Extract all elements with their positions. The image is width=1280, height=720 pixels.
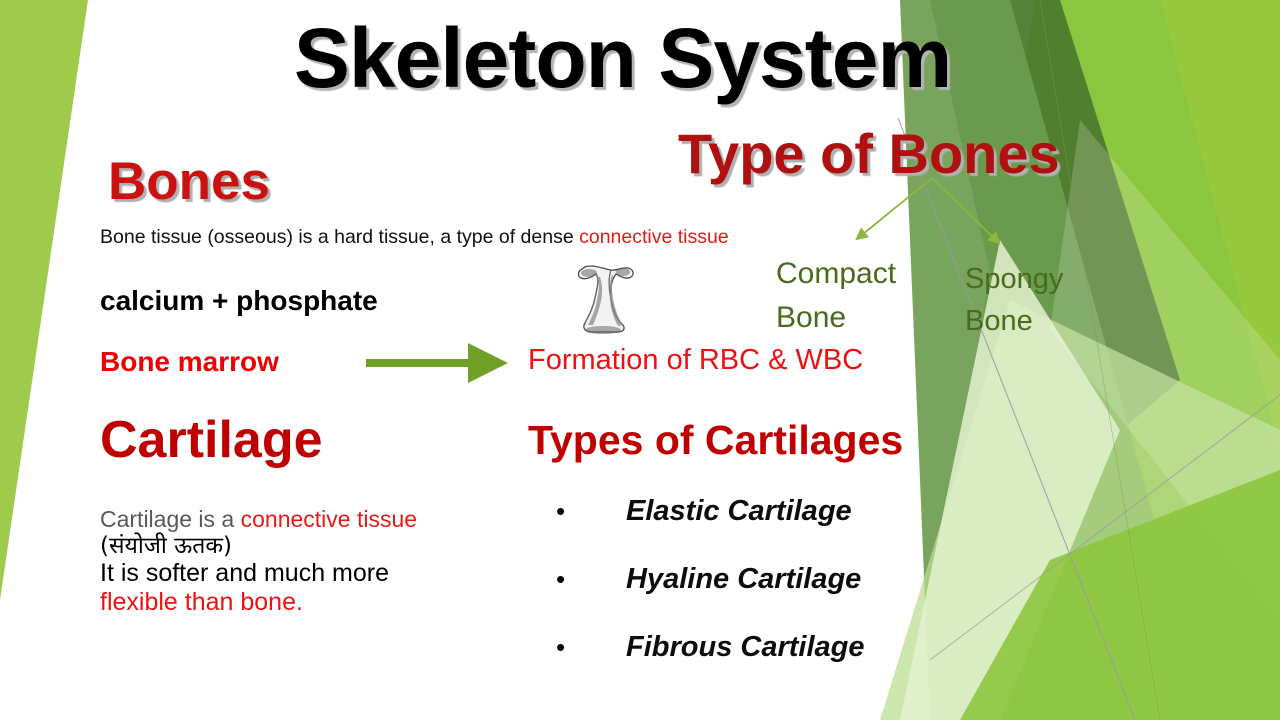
bullet-icon: • [556, 632, 566, 662]
cartilage-line-4: flexible than bone. [100, 588, 303, 617]
left-green-wedge [0, 0, 88, 600]
bullet-icon: • [556, 496, 566, 526]
cartilage-line-3: It is softer and much more [100, 559, 390, 588]
thin-grey-line-2 [929, 394, 1280, 661]
list-item: • Elastic Cartilage [556, 495, 1026, 563]
cartilage-line-2-hindi: (संयोजी ऊतक) [100, 532, 232, 559]
cartilage-line-1: Cartilage is a connective tissue [100, 506, 520, 533]
bone-marrow-result-label: Formation of RBC & WBC [528, 344, 864, 376]
thin-grey-line-3 [1039, 0, 1161, 720]
cartilage-line1-highlight: connective tissue [240, 506, 418, 532]
bone-marrow-label: Bone marrow [100, 346, 279, 377]
spongy-bone-label: Spongy Bone [965, 263, 1064, 338]
compact-bone-label: Compact Bone [776, 257, 897, 334]
cartilage-types-list: • Elastic Cartilage • Hyaline Cartilage … [556, 495, 1026, 699]
list-item: • Fibrous Cartilage [556, 631, 1026, 699]
thin-grey-line-1 [897, 117, 1136, 720]
bone-definition-text: Bone tissue (osseous) is a hard tissue, … [100, 225, 820, 250]
bone-definition-highlight: connective tissue [579, 226, 729, 248]
bones-section-heading: Bones [108, 152, 270, 211]
list-item: • Hyaline Cartilage [556, 563, 1026, 631]
bone-sketch-icon [577, 265, 634, 334]
cartilage-line1-prefix: Cartilage is a [100, 506, 241, 532]
bone-definition-prefix: Bone tissue (osseous) is a hard tissue, … [100, 226, 580, 248]
type-of-bones-heading: Type of Bones [678, 122, 1060, 185]
cartilage-section-heading: Cartilage [100, 411, 323, 469]
list-item-label: Fibrous Cartilage [626, 631, 865, 663]
arrow-to-spongy-bone [931, 177, 1001, 245]
list-item-label: Hyaline Cartilage [626, 563, 862, 595]
bullet-icon: • [556, 564, 566, 594]
types-of-cartilages-heading: Types of Cartilages [528, 417, 904, 463]
bottom-green-corner [960, 470, 1280, 720]
bone-composition-text: calcium + phosphate [100, 285, 378, 316]
slide-title: Skeleton System [293, 11, 952, 105]
very-pale-green-sliver [900, 240, 1120, 720]
arrow-to-compact-bone [855, 177, 933, 241]
cartilage-body-text: Cartilage is a connective tissue (संयोजी… [100, 506, 520, 617]
list-item-label: Elastic Cartilage [626, 495, 852, 527]
